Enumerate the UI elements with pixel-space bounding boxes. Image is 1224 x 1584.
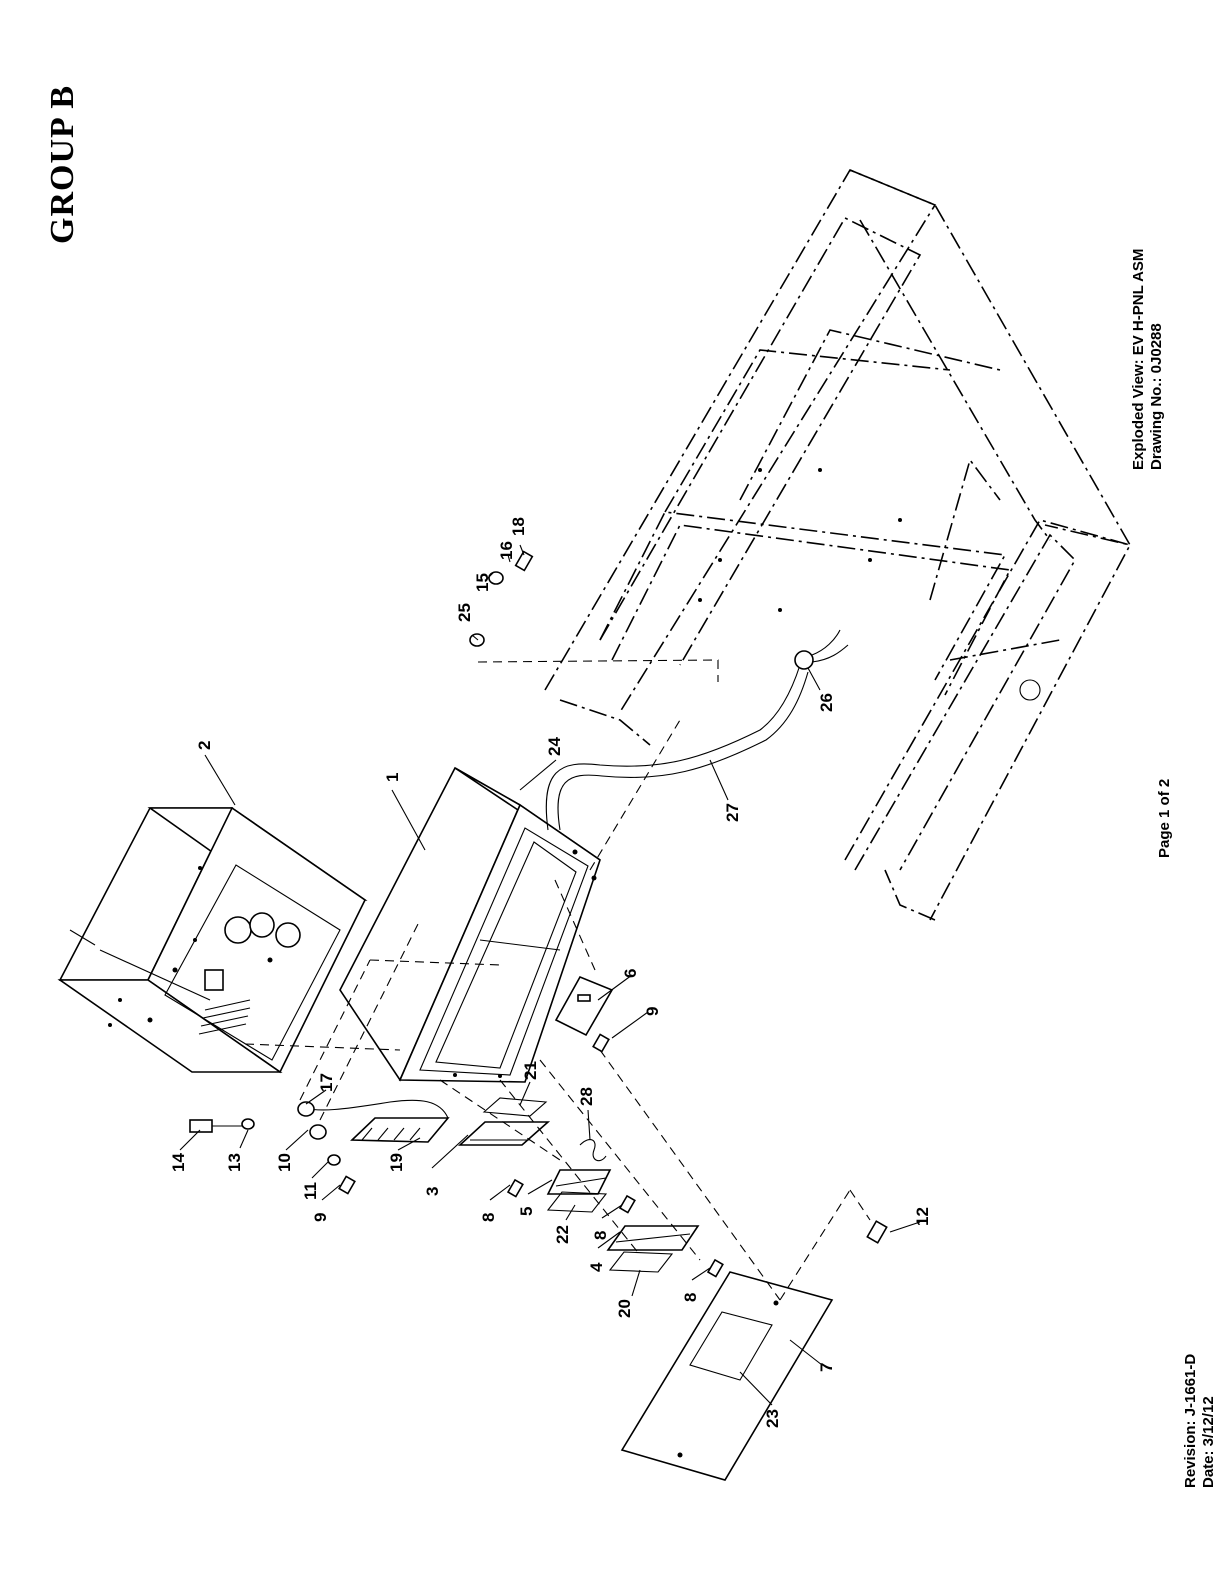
terminal-block-4 <box>608 1226 698 1250</box>
terminal-block-5 <box>548 1170 610 1194</box>
callout-8a: 8 <box>479 1213 498 1222</box>
control-panel-assembly <box>60 808 365 1072</box>
din-rail-bracket <box>460 1122 548 1145</box>
callout-24: 24 <box>545 737 564 756</box>
connector-block <box>305 1100 448 1142</box>
enclosure-box <box>340 768 600 1082</box>
callout-10: 10 <box>275 1153 294 1172</box>
callout-12: 12 <box>913 1207 932 1226</box>
callout-27: 27 <box>723 803 742 822</box>
callout-17: 17 <box>317 1073 336 1092</box>
conduit <box>546 665 808 830</box>
callout-25: 25 <box>455 603 474 622</box>
callout-22: 22 <box>553 1225 572 1244</box>
callout-16: 16 <box>497 541 516 560</box>
generator-frame <box>545 170 1130 920</box>
callout-2: 2 <box>195 741 214 750</box>
callout-19: 19 <box>387 1153 406 1172</box>
callout-9a: 9 <box>643 1007 662 1016</box>
callout-13: 13 <box>225 1153 244 1172</box>
callout-18: 18 <box>509 517 528 536</box>
callout-5: 5 <box>517 1207 536 1216</box>
callout-6: 6 <box>621 969 640 978</box>
callout-14: 14 <box>169 1153 188 1172</box>
cover-plate <box>622 1272 832 1480</box>
small-plate <box>556 977 612 1035</box>
callout-15: 15 <box>473 573 492 592</box>
conduit-fitting <box>795 630 848 669</box>
callout-23: 23 <box>763 1409 782 1428</box>
callout-4: 4 <box>587 1262 606 1272</box>
callout-28: 28 <box>577 1087 596 1106</box>
callout-26: 26 <box>817 693 836 712</box>
label-21 <box>484 1098 546 1116</box>
label-20 <box>610 1252 672 1272</box>
callout-11: 11 <box>301 1182 320 1200</box>
callout-3: 3 <box>423 1187 442 1196</box>
callout-21: 21 <box>521 1061 540 1080</box>
callout-9b: 9 <box>311 1213 330 1222</box>
callout-8b: 8 <box>591 1231 610 1240</box>
callout-20: 20 <box>615 1299 634 1318</box>
callout-7: 7 <box>817 1363 836 1372</box>
callout-8c: 8 <box>681 1293 700 1302</box>
callout-1: 1 <box>383 773 402 782</box>
